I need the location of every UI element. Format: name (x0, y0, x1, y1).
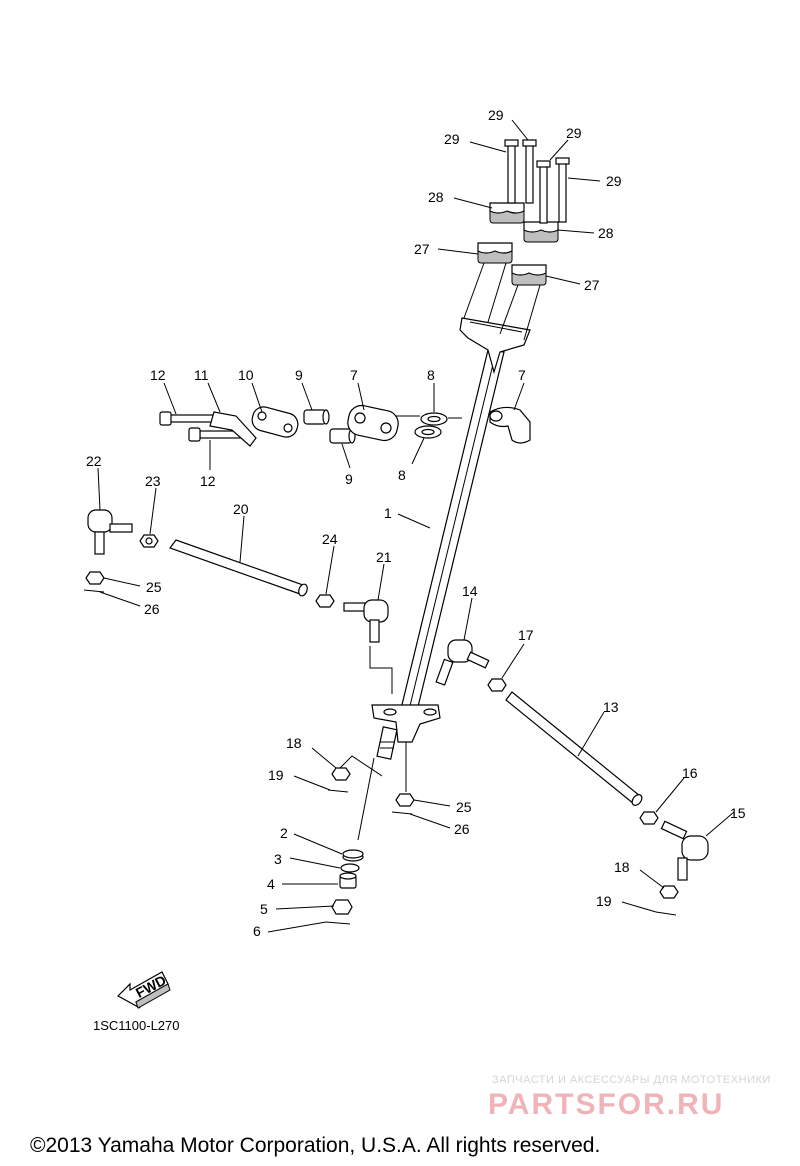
callout-8b: 8 (398, 467, 406, 483)
callout-23: 23 (145, 473, 161, 489)
callout-10: 10 (238, 367, 254, 383)
callout-1: 1 (384, 505, 392, 521)
steering-shaft (371, 317, 531, 760)
copyright-notice: ©2013 Yamaha Motor Corporation, U.S.A. A… (30, 1134, 600, 1157)
callout-25b: 25 (456, 799, 472, 815)
left-tie-rod (83, 509, 393, 694)
callout-18a: 18 (286, 735, 302, 751)
callout-17: 17 (518, 627, 534, 643)
callout-5: 5 (260, 901, 268, 917)
callout-18b: 18 (614, 859, 630, 875)
callout-3: 3 (274, 851, 282, 867)
callout-15: 15 (730, 805, 746, 821)
callout-22: 22 (86, 453, 102, 469)
callout-27b: 27 (584, 277, 600, 293)
callout-29c: 29 (566, 125, 582, 141)
callout-29b: 29 (444, 131, 460, 147)
callout-20: 20 (233, 501, 249, 517)
callout-12b: 12 (200, 473, 216, 489)
watermark-brand: PARTSFOR.RU (488, 1088, 724, 1121)
callout-27a: 27 (414, 241, 430, 257)
callout-21: 21 (376, 549, 392, 565)
callout-7b: 7 (518, 367, 526, 383)
callout-14: 14 (462, 583, 478, 599)
callout-6: 6 (253, 923, 261, 939)
callout-4: 4 (267, 876, 275, 892)
callout-24: 24 (322, 531, 338, 547)
callout-28b: 28 (598, 225, 614, 241)
callout-7a: 7 (350, 367, 358, 383)
diagram-code: 1SC1100-L270 (93, 1018, 180, 1033)
callout-16: 16 (682, 765, 698, 781)
callout-8a: 8 (427, 367, 435, 383)
lower-parts (325, 742, 415, 925)
watermark-tagline: ЗАПЧАСТИ И АКСЕССУАРЫ ДЛЯ МОТОТЕХНИКИ (492, 1074, 771, 1086)
callout-19b: 19 (596, 893, 612, 909)
callout-2: 2 (280, 825, 288, 841)
callout-25a: 25 (146, 579, 162, 595)
callout-9b: 9 (345, 471, 353, 487)
callout-26a: 26 (144, 601, 160, 617)
linkage-group (159, 404, 531, 447)
upper-clamp-left (463, 202, 525, 323)
callout-11: 11 (194, 367, 209, 383)
callout-19a: 19 (268, 767, 284, 783)
callouts: 29 29 29 29 28 28 27 27 12 11 10 9 7 8 7… (86, 107, 746, 939)
upper-clamp-right (499, 221, 559, 341)
callout-29a: 29 (488, 107, 504, 123)
upper-bolts (504, 139, 570, 224)
callout-29d: 29 (606, 173, 622, 189)
callout-12a: 12 (150, 367, 166, 383)
fwd-arrow-icon: FWD (117, 971, 171, 1009)
callout-9a: 9 (295, 367, 303, 383)
callout-28a: 28 (428, 189, 444, 205)
callout-26b: 26 (454, 821, 470, 837)
right-tie-rod (435, 639, 709, 916)
callout-13: 13 (603, 699, 619, 715)
